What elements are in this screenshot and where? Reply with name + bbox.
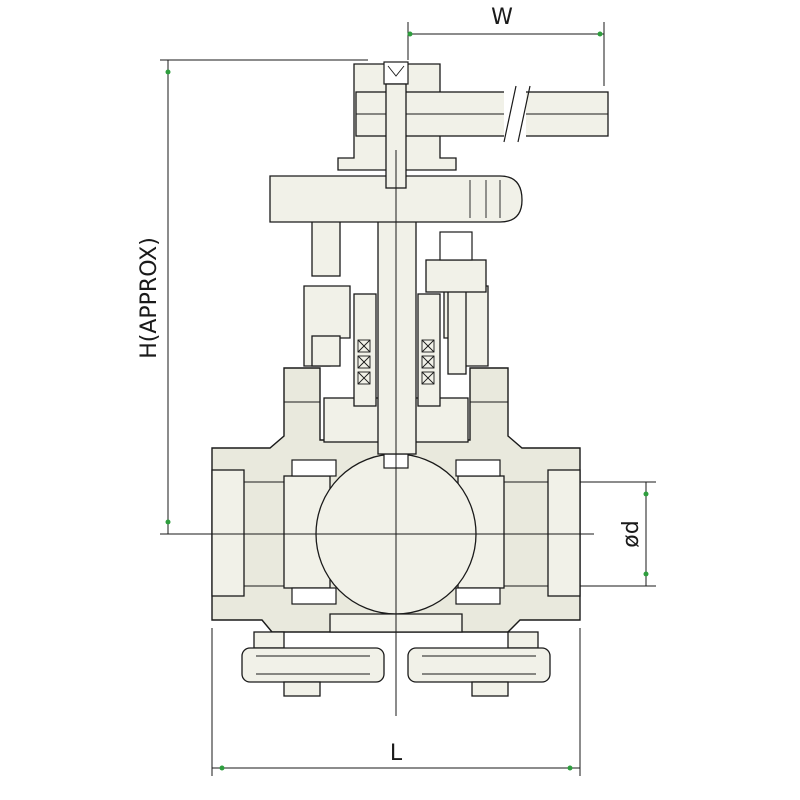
left-end-socket (211, 469, 245, 597)
handle-assembly (269, 61, 609, 223)
dimension-label-l: L (390, 741, 403, 766)
dim-arrow (165, 519, 171, 525)
dimension-h: H(APPROX) (137, 59, 368, 535)
lower-assembly (241, 613, 551, 697)
dim-arrow (567, 765, 573, 771)
dim-arrow (643, 571, 649, 577)
dim-arrow (597, 31, 603, 37)
dimension-w: W (407, 5, 605, 86)
dimension-label-h: H(APPROX) (137, 237, 162, 359)
right-end-socket (547, 469, 581, 597)
dimension-l: L (211, 628, 581, 776)
dimension-label-bore: ød (619, 520, 644, 547)
cap-screw (383, 61, 409, 85)
dim-arrow (219, 765, 225, 771)
dim-arrow (407, 31, 413, 37)
center-lines (196, 150, 594, 716)
right-bottom-bolt (407, 647, 551, 683)
left-bottom-bolt (241, 647, 385, 683)
stem (377, 195, 417, 455)
dim-arrow (165, 69, 171, 75)
dimension-bore: ød (580, 481, 656, 587)
dimension-label-w: W (491, 5, 513, 30)
dim-arrow (643, 491, 649, 497)
